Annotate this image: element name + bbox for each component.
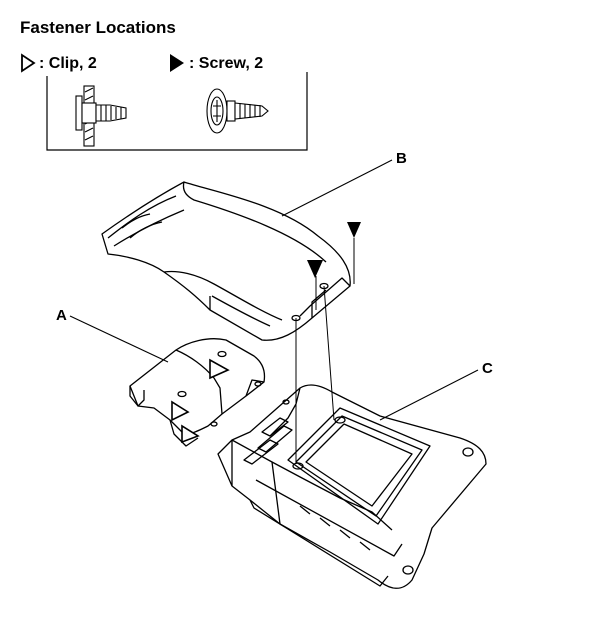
part-b-armrest-lid bbox=[101, 181, 351, 341]
callout-c-label: C bbox=[482, 360, 493, 377]
screw-marker-2 bbox=[307, 260, 323, 278]
clip-triangle-outline-icon bbox=[21, 53, 36, 73]
clip-fastener-illustration bbox=[75, 85, 127, 147]
clip-marker-1 bbox=[209, 358, 230, 380]
callout-c: C bbox=[379, 360, 493, 421]
clip-marker-3 bbox=[181, 424, 200, 444]
callout-a-label: A bbox=[56, 307, 67, 324]
screw-triangle-filled-icon bbox=[170, 54, 184, 72]
callout-a: A bbox=[56, 307, 169, 363]
part-c-base-tray bbox=[217, 384, 487, 589]
fastener-legend: Fastener Locations : Clip, 2 : Screw, 2 bbox=[20, 18, 308, 151]
clip-legend-label: : Clip, 2 bbox=[39, 55, 97, 72]
screw-marker-1 bbox=[347, 222, 361, 238]
callout-b-label: B bbox=[396, 150, 407, 167]
screw-legend-label: : Screw, 2 bbox=[189, 55, 263, 72]
part-a-bracket bbox=[129, 338, 266, 447]
screw-fastener-illustration bbox=[206, 88, 269, 134]
assembly-guide-lines bbox=[295, 238, 355, 464]
legend-frame bbox=[46, 72, 308, 151]
callout-b: B bbox=[281, 150, 407, 217]
legend-title: Fastener Locations bbox=[20, 18, 176, 37]
clip-marker-2 bbox=[171, 400, 190, 422]
